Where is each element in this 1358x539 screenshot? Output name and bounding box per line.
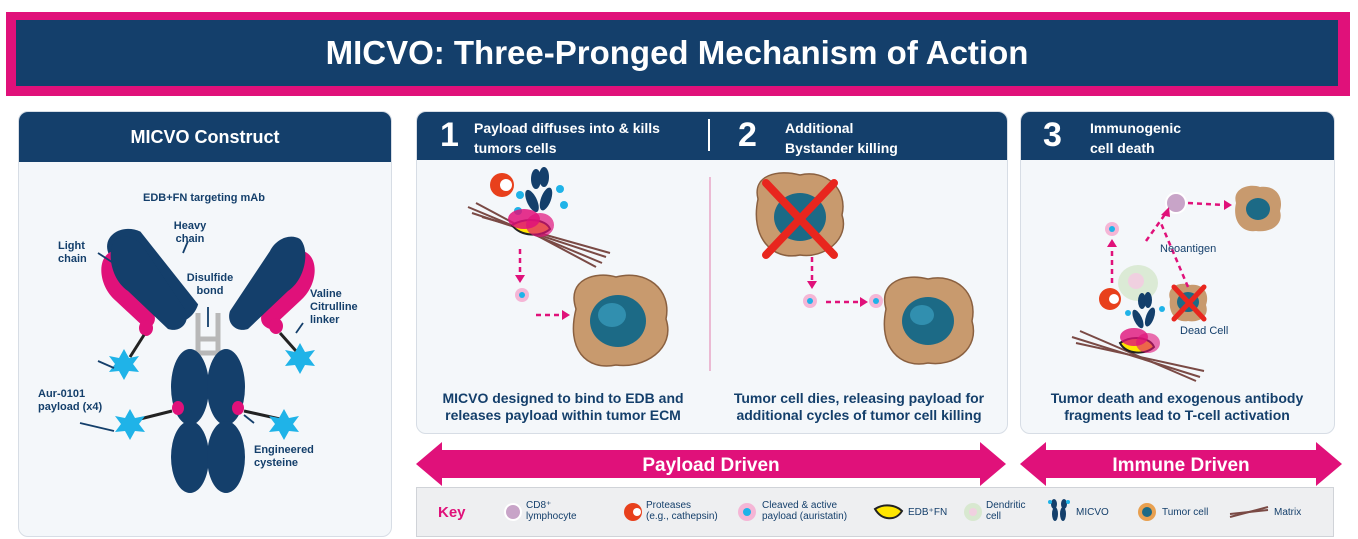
left-fab-arm <box>101 228 199 330</box>
immune-panel <box>1020 111 1335 434</box>
fc-domain <box>207 421 245 493</box>
dead-x-icon <box>1171 284 1207 322</box>
matrix-icon <box>1229 506 1269 518</box>
protease-icon <box>624 503 642 521</box>
payload-driven-arrow: Payload Driven <box>416 442 1006 486</box>
fc-domain <box>171 421 209 493</box>
immune-driven-label: Immune Driven <box>1112 455 1249 476</box>
steps-header <box>417 112 1007 160</box>
dendritic-cell-icon <box>964 503 982 521</box>
dead-x-icon <box>762 179 838 259</box>
conjugation-site <box>232 401 244 415</box>
micvo-icon <box>1132 292 1156 329</box>
target-label: EDB+FN targeting mAb <box>143 192 265 204</box>
annotation-arrows <box>79 240 304 432</box>
cd8-lymphocyte-icon <box>504 503 522 521</box>
conjugation-site <box>269 318 283 334</box>
dendritic-cell-icon <box>1118 265 1158 301</box>
steps-illustration <box>467 167 975 371</box>
tumor-cell-icon <box>1138 503 1156 521</box>
step2-number: 2 <box>738 116 757 154</box>
construct-header: MICVO Construct <box>19 112 391 162</box>
tumor-cell-icon <box>572 274 669 367</box>
immune-header <box>1021 112 1334 160</box>
immune-illustration: Neoantigen Dead Cell <box>1071 185 1282 382</box>
step3-number: 3 <box>1043 116 1062 154</box>
title-bar <box>16 20 1338 86</box>
micvo-icon <box>1048 499 1070 521</box>
dead-cell-label: Dead Cell <box>1180 325 1228 337</box>
linkers <box>128 332 298 421</box>
payload-driven-label: Payload Driven <box>642 455 779 476</box>
page-title: MICVO: Three-Pronged Mechanism of Action <box>325 34 1029 71</box>
step1-number: 1 <box>440 116 459 154</box>
key-title: Key <box>438 504 466 521</box>
right-fab-arm <box>229 236 315 330</box>
neoantigen-label: Neoantigen <box>1160 243 1216 255</box>
matrix-fibers <box>1071 330 1205 382</box>
payload-icon <box>738 503 756 521</box>
flow-arrows <box>1110 201 1225 288</box>
tumor-cell-icon <box>883 276 975 365</box>
edb-fn-icon <box>873 504 904 520</box>
payload-icon <box>515 288 883 308</box>
key-legend <box>416 487 1334 537</box>
steps-panel <box>416 111 1008 434</box>
payload-stars <box>109 343 315 440</box>
flow-arrows <box>518 249 860 317</box>
immune-driven-arrow: Immune Driven <box>1020 442 1342 486</box>
cd8-lymphocyte-icon <box>1165 192 1187 214</box>
micvo-icon <box>525 167 553 213</box>
step-divider <box>708 119 710 151</box>
payload-icon <box>1105 222 1119 236</box>
conjugation-site <box>139 320 153 336</box>
construct-header-label: MICVO Construct <box>130 127 280 147</box>
conjugation-site <box>172 401 184 415</box>
